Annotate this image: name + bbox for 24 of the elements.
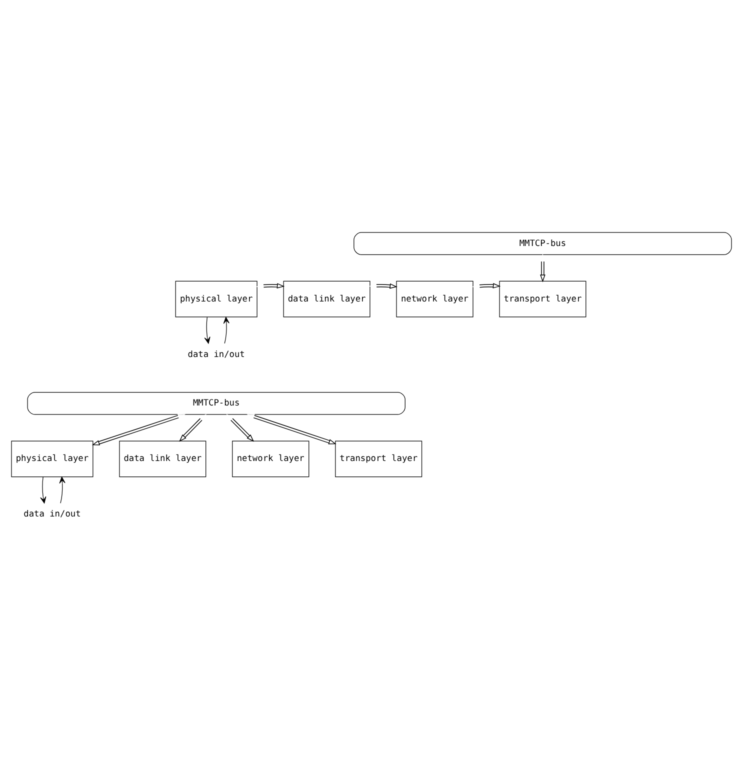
node-box: physical layer xyxy=(175,280,258,317)
node-box: MMTCP-bus xyxy=(27,391,406,414)
arrow xyxy=(40,476,46,503)
node-box: data link layer xyxy=(283,280,370,317)
node-text: data in/out xyxy=(188,349,245,360)
node-box: network layer xyxy=(232,440,310,477)
arrow xyxy=(246,414,336,444)
arrow xyxy=(256,282,285,288)
arrow xyxy=(223,316,230,344)
node-box: physical layer xyxy=(11,440,94,477)
arrow xyxy=(179,413,207,442)
node-box: transport layer xyxy=(499,280,586,317)
node-box: network layer xyxy=(396,280,474,317)
arrow xyxy=(472,282,501,288)
node-text: data in/out xyxy=(24,509,81,520)
node-box: MMTCP-bus xyxy=(354,232,732,254)
arrow xyxy=(540,253,546,282)
arrow xyxy=(92,414,186,445)
arrow xyxy=(204,316,210,344)
arrow xyxy=(226,413,254,442)
arrow xyxy=(59,476,66,503)
node-box: data link layer xyxy=(119,440,206,477)
node-box: transport layer xyxy=(335,440,422,477)
arrow xyxy=(368,282,398,288)
